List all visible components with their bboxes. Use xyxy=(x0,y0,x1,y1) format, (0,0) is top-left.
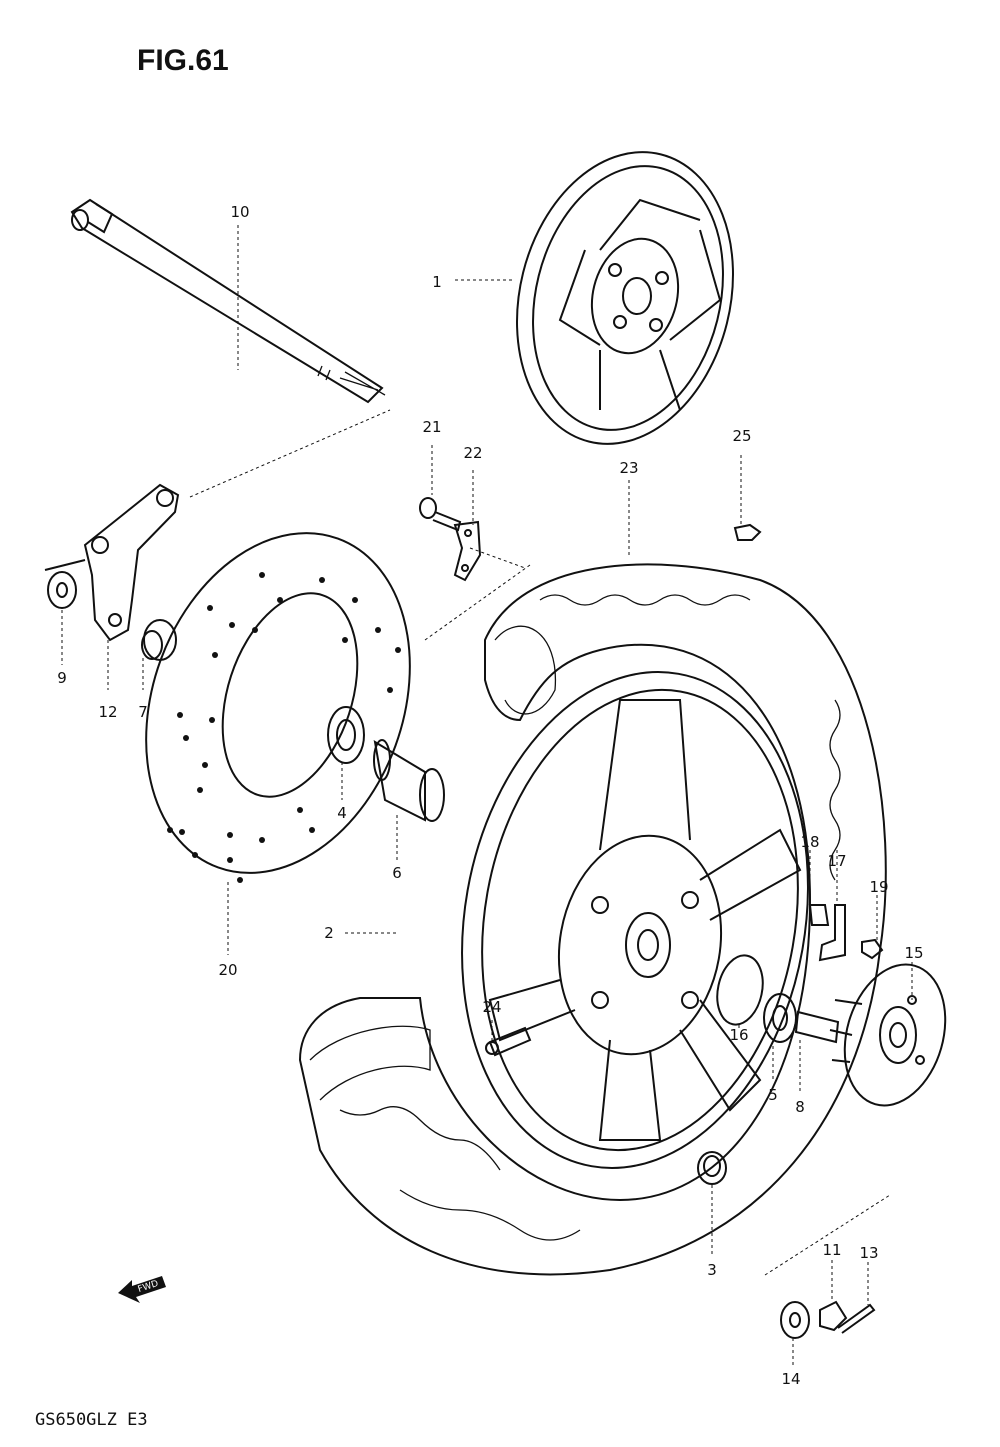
plate-18 xyxy=(808,904,830,926)
part-label-2: 2 xyxy=(324,924,334,942)
part-label-1: 1 xyxy=(432,273,442,291)
figure-title: FIG.61 xyxy=(137,44,229,77)
part-label-3: 3 xyxy=(707,1261,717,1279)
sprocket-mount-15 xyxy=(829,963,947,1107)
part-label-19: 19 xyxy=(869,878,888,896)
part-label-5: 5 xyxy=(768,1086,778,1104)
part-label-13: 13 xyxy=(859,1244,878,1262)
tire-23 xyxy=(298,563,887,1276)
part-label-6: 6 xyxy=(392,864,402,882)
leader-lines xyxy=(61,225,913,1368)
axle-part xyxy=(70,198,386,404)
part-label-10: 10 xyxy=(230,203,249,221)
spacer-8 xyxy=(794,1010,840,1044)
part-label-15: 15 xyxy=(904,944,923,962)
part-label-8: 8 xyxy=(795,1098,805,1116)
part-label-20: 20 xyxy=(218,961,237,979)
part-label-18: 18 xyxy=(800,833,819,851)
cotter-pin-13 xyxy=(837,1303,876,1334)
bearing-left xyxy=(327,706,365,764)
part-label-21: 21 xyxy=(422,418,441,436)
plate-17 xyxy=(818,904,846,962)
part-label-11: 11 xyxy=(822,1241,841,1259)
wheel-assembly-main xyxy=(461,671,809,1169)
washer-14 xyxy=(780,1301,810,1339)
nut-11 xyxy=(819,1300,848,1332)
lock-plate-22 xyxy=(453,520,482,582)
part-label-9: 9 xyxy=(57,669,67,687)
bearing-5 xyxy=(763,993,797,1043)
fwd-arrow-icon: FWD xyxy=(118,1276,166,1303)
valve-cap-25 xyxy=(733,523,762,541)
part-label-12: 12 xyxy=(98,703,117,721)
part-label-17: 17 xyxy=(827,852,846,870)
wheel-assembly-small xyxy=(516,151,734,445)
part-label-14: 14 xyxy=(781,1370,800,1388)
valve-24 xyxy=(485,1026,532,1057)
part-label-22: 22 xyxy=(463,444,482,462)
brake-caliper-bracket xyxy=(44,483,180,661)
part-label-25: 25 xyxy=(732,427,751,445)
collar-3 xyxy=(697,1151,727,1185)
part-label-7: 7 xyxy=(138,703,148,721)
part-label-23: 23 xyxy=(619,459,638,477)
o-ring-16 xyxy=(716,954,764,1026)
part-label-16: 16 xyxy=(729,1026,748,1044)
part-label-4: 4 xyxy=(337,804,347,822)
model-code: GS650GLZ E3 xyxy=(35,1410,148,1430)
nut-19 xyxy=(861,938,884,960)
part-labels: 1 2 3 4 5 6 7 8 9 10 11 12 13 14 15 16 1… xyxy=(57,203,923,1388)
brake-disc xyxy=(145,532,411,883)
bolt-21 xyxy=(419,497,462,532)
part-label-24: 24 xyxy=(482,998,501,1016)
spacer xyxy=(373,739,445,822)
